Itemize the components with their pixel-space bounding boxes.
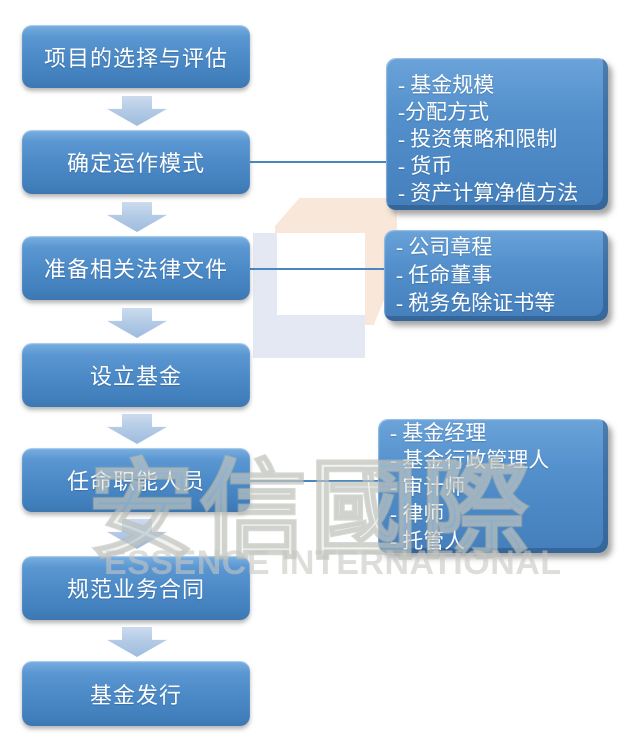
step-label: 设立基金 [89,364,182,389]
step-box-legal-documents: 准备相关法律文件 [22,236,250,300]
step-label: 任命职能人员 [66,469,205,494]
detail-item: - 任命董事 [396,263,493,287]
detail-item: - 投资策略和限制 [398,127,558,151]
detail-box-appoint-personnel: - 基金经理 - 基金行政管理人 - 审计师 - 律师 - 托管人 [378,419,608,553]
detail-item: - 基金行政管理人 [390,448,550,472]
down-arrow-icon [107,627,167,657]
step-label: 确定运作模式 [66,151,205,176]
connector-line-step5-details [250,480,378,482]
detail-item: -分配方式 [398,100,489,124]
step-box-appoint-personnel: 任命职能人员 [22,448,250,512]
detail-item: - 律师 [390,502,445,526]
detail-item: - 税务免除证书等 [396,291,556,315]
essence-logo-gray-l-horizontal [253,315,365,358]
essence-logo-white-square [277,233,365,315]
down-arrow-icon [107,519,167,549]
detail-box-legal-documents: - 公司章程 - 任命董事 - 税务免除证书等 [384,230,608,321]
step-label: 规范业务合同 [66,577,205,602]
step-box-fund-issuance: 基金发行 [22,661,250,726]
detail-box-operation-mode: - 基金规模 -分配方式 - 投资策略和限制 - 货币 - 资产计算净值方法 [386,58,608,210]
step-label: 准备相关法律文件 [43,257,228,282]
down-arrow-icon [107,414,167,444]
down-arrow-icon [107,202,167,232]
step-box-operation-mode: 确定运作模式 [22,130,250,194]
connector-line-step2-details [250,161,386,163]
detail-item: - 公司章程 [396,235,493,259]
detail-item: - 基金经理 [390,421,487,445]
down-arrow-icon [107,308,167,338]
step-box-business-contracts: 规范业务合同 [22,556,250,620]
detail-item: - 托管人 [390,529,466,553]
detail-item: - 审计师 [390,475,466,499]
detail-item: - 基金规模 [398,73,495,97]
down-arrow-icon [107,96,167,126]
detail-item: - 货币 [398,154,453,178]
step-label: 基金发行 [89,682,182,708]
step-box-establish-fund: 设立基金 [22,343,250,407]
step-box-project-selection: 项目的选择与评估 [22,25,250,88]
step-label: 项目的选择与评估 [43,45,228,71]
detail-item: - 资产计算净值方法 [398,181,579,205]
connector-line-step3-details [250,268,384,270]
